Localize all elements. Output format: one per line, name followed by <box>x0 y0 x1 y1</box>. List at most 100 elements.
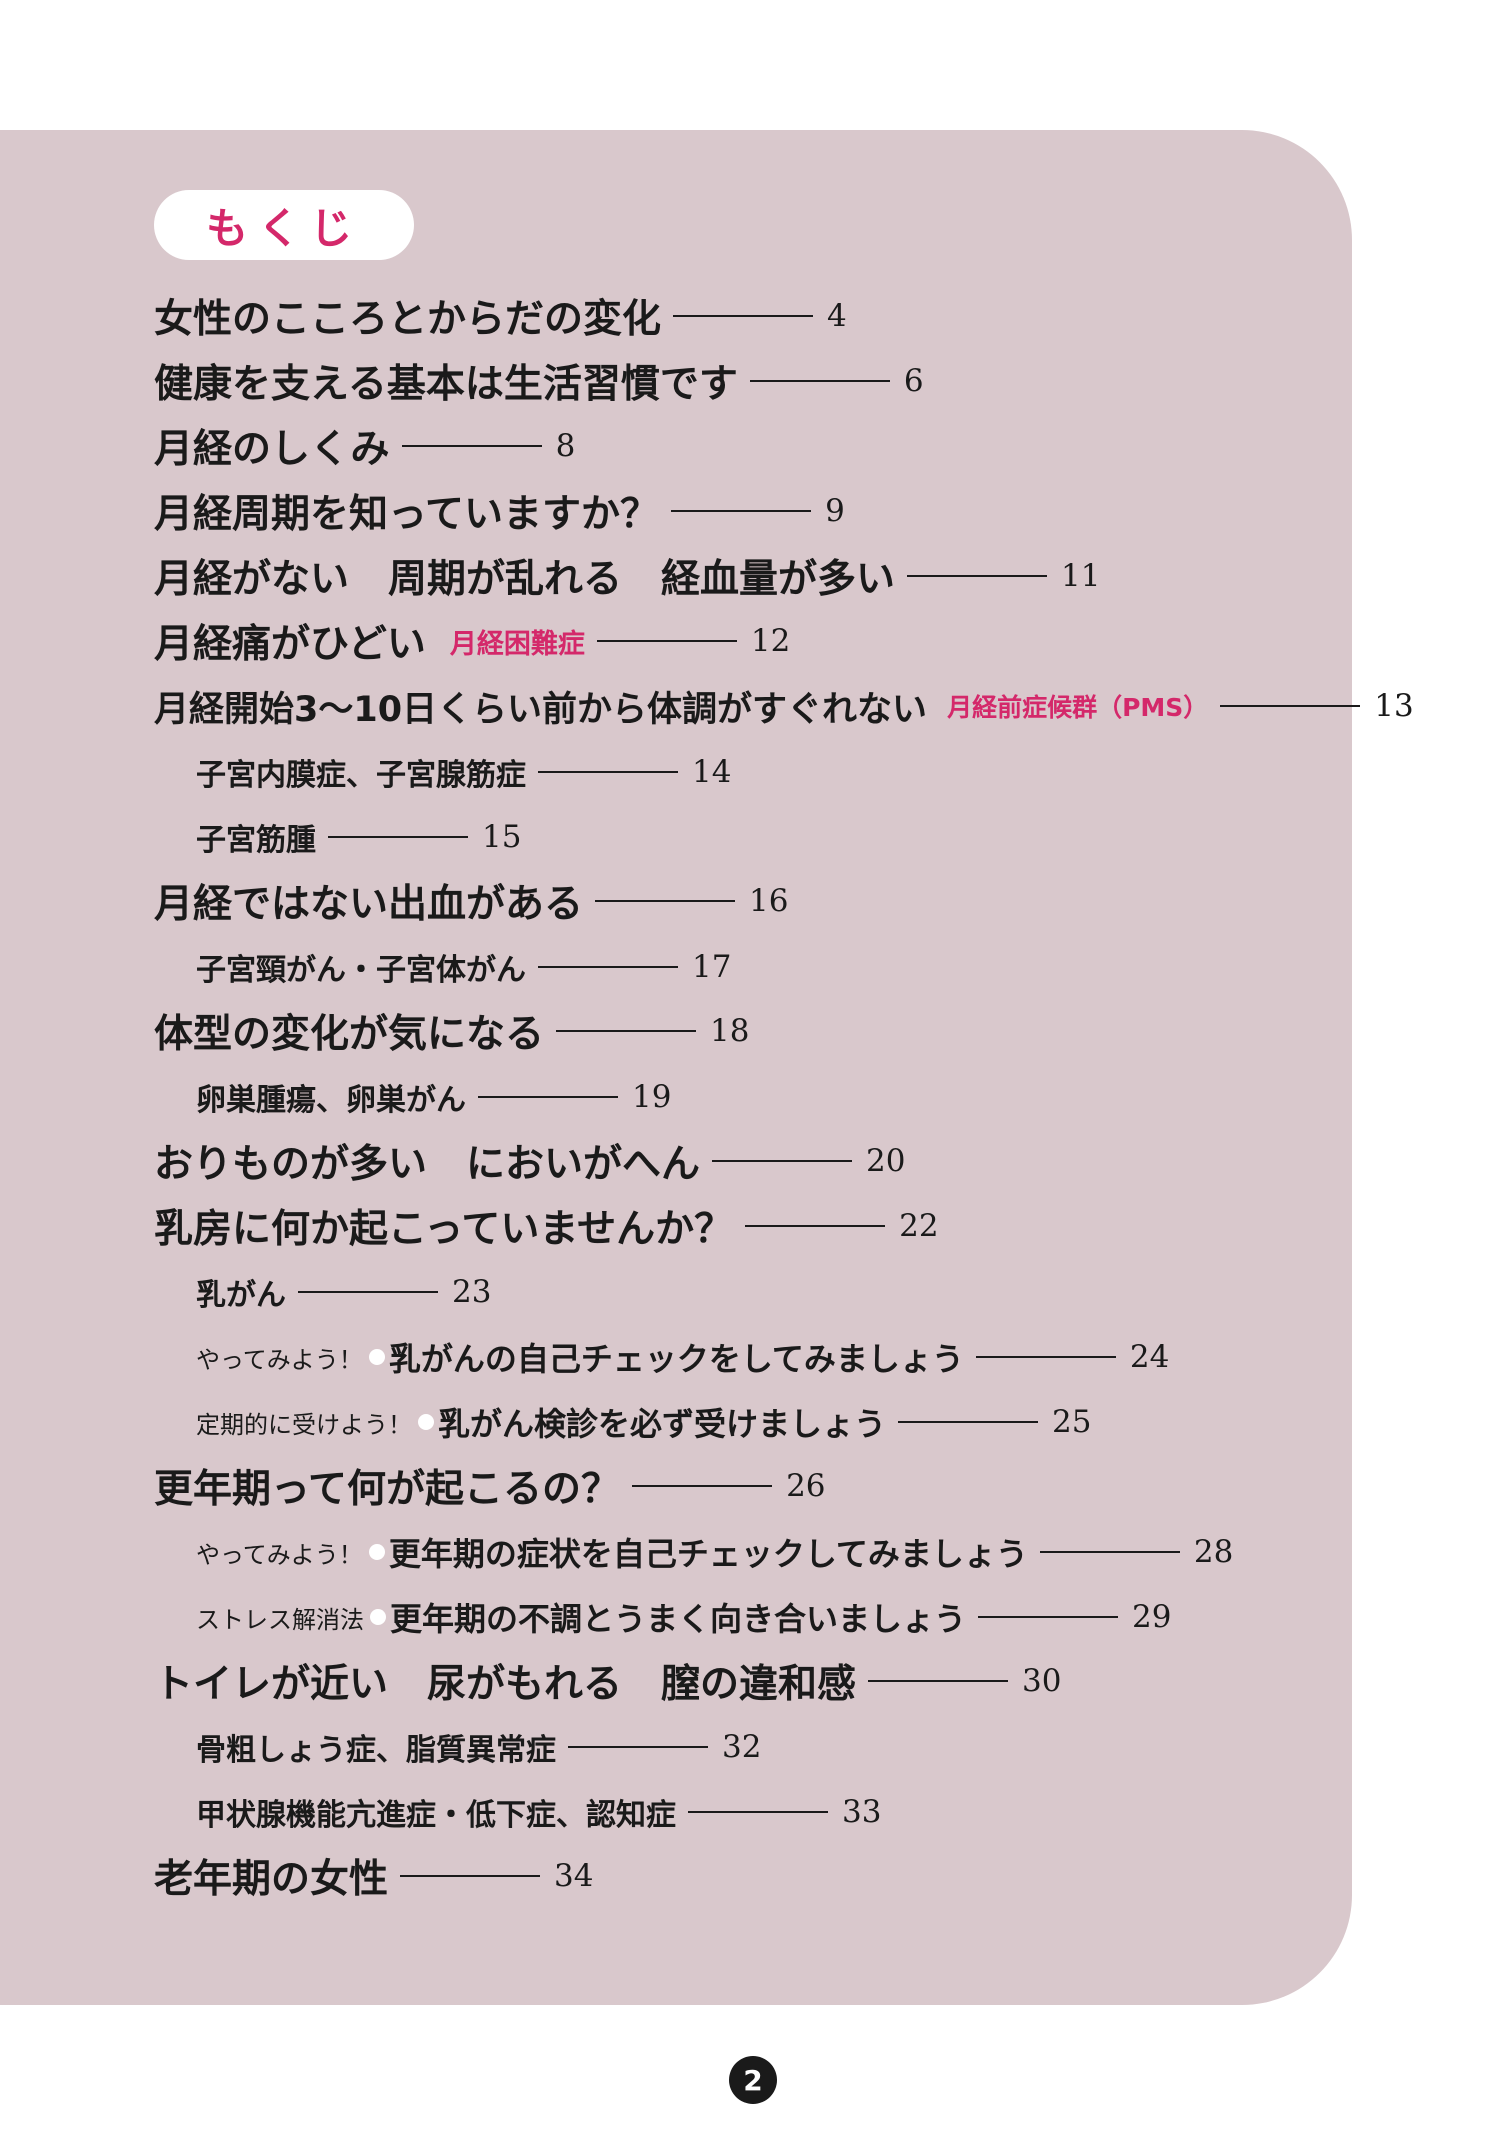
toc-page-number: 12 <box>750 623 791 659</box>
toc-subentry[interactable]: 骨粗しょう症、脂質異常症 32 <box>196 1725 761 1769</box>
toc-entry-prefix: やってみよう！ <box>196 1345 363 1374</box>
toc-entry[interactable]: 月経周期を知っていますか？ 9 <box>154 487 845 537</box>
toc-entry-title: 乳がん <box>196 1278 286 1313</box>
toc-entry[interactable]: 乳房に何か起こっていませんか？ 22 <box>154 1202 939 1252</box>
toc-subentry[interactable]: 甲状腺機能亢進症・低下症、認知症 33 <box>196 1790 881 1834</box>
toc-entry-title: 月経ではない出血がある <box>154 882 584 927</box>
toc-entry-title: 子宮頸がん・子宮体がん <box>196 953 526 988</box>
toc-entry[interactable]: 女性のこころとからだの変化 4 <box>154 292 847 342</box>
bullet-dot-icon <box>368 1544 385 1560</box>
toc-panel <box>0 130 1352 2005</box>
toc-subentry[interactable]: 定期的に受けよう！ 乳がん検診を必ず受けましょう 25 <box>196 1400 1091 1444</box>
leader-line <box>749 380 890 382</box>
toc-entry-title: 老年期の女性 <box>154 1857 389 1902</box>
toc-entry[interactable]: 体型の変化が気になる 18 <box>154 1007 750 1057</box>
toc-page-number: 19 <box>632 1079 672 1115</box>
toc-title: もくじ <box>154 190 414 260</box>
toc-entry-title: 骨粗しょう症、脂質異常症 <box>196 1733 556 1768</box>
toc-page-number: 16 <box>749 883 789 919</box>
leader-line <box>596 640 737 642</box>
toc-entry-prefix: ストレス解消法 <box>196 1605 364 1634</box>
leader-line <box>868 1680 1009 1682</box>
toc-page-number: 34 <box>554 1858 594 1894</box>
toc-page-number: 13 <box>1374 688 1414 724</box>
toc-page-number: 26 <box>786 1468 826 1504</box>
toc-entry-title: 体型の変化が気になる <box>154 1012 545 1057</box>
leader-line <box>400 1875 541 1877</box>
toc-page-number: 29 <box>1132 1599 1172 1635</box>
toc-entry-title: おりものが多い においがへん <box>154 1142 701 1187</box>
toc-entry-title: 乳がんの自己チェックをしてみましょう <box>388 1340 964 1378</box>
toc-subentry[interactable]: やってみよう！ 乳がんの自己チェックをしてみましょう 24 <box>196 1335 1169 1379</box>
leader-line <box>1220 705 1361 707</box>
toc-entry[interactable]: 月経痛がひどい 月経困難症 12 <box>154 617 791 667</box>
toc-page-number: 33 <box>842 1794 882 1830</box>
toc-entry[interactable]: 更年期って何が起こるの？ 26 <box>154 1462 826 1512</box>
toc-entry-title: 月経のしくみ <box>154 427 390 472</box>
leader-line <box>556 1030 697 1032</box>
toc-page-number: 18 <box>710 1013 750 1049</box>
toc-page-number: 20 <box>866 1143 906 1179</box>
toc-subentry[interactable]: 乳がん 23 <box>196 1270 491 1314</box>
toc-entry[interactable]: 健康を支える基本は生活習慣です 6 <box>154 357 924 407</box>
leader-line <box>907 575 1048 577</box>
toc-entry[interactable]: トイレが近い 尿がもれる 膣の違和感 30 <box>154 1657 1062 1707</box>
bullet-dot-icon <box>370 1609 386 1625</box>
toc-subentry[interactable]: やってみよう！ 更年期の症状を自己チェックしてみましょう 28 <box>196 1530 1233 1574</box>
leader-line <box>712 1160 853 1162</box>
toc-entry-title: 乳房に何か起こっていませんか？ <box>154 1207 734 1252</box>
toc-entry[interactable]: 月経のしくみ 8 <box>154 422 576 472</box>
toc-entry-title: 更年期の症状を自己チェックしてみましょう <box>388 1535 1028 1573</box>
leader-line <box>538 771 678 773</box>
leader-line <box>688 1811 828 1813</box>
toc-entry[interactable]: 月経開始3〜10日くらい前から体調がすぐれない 月経前症候群（PMS） 13 <box>154 682 1414 730</box>
toc-entry-title: 健康を支える基本は生活習慣です <box>154 362 738 407</box>
toc-subentry[interactable]: 卵巣腫瘍、卵巣がん 19 <box>196 1075 671 1119</box>
toc-entry-title: 更年期って何が起こるの？ <box>154 1467 621 1512</box>
toc-entry-title: 子宮内膜症、子宮腺筋症 <box>196 758 526 793</box>
leader-line <box>632 1485 773 1487</box>
leader-line <box>401 445 542 447</box>
leader-line <box>298 1291 438 1293</box>
leader-line <box>745 1225 886 1227</box>
toc-page-number: 22 <box>899 1208 939 1244</box>
leader-line <box>975 1356 1116 1358</box>
toc-entry[interactable]: 月経がない 周期が乱れる 経血量が多い 11 <box>154 552 1101 602</box>
toc-page-number: 23 <box>452 1274 492 1310</box>
toc-page-number: 24 <box>1129 1339 1170 1375</box>
toc-page-number: 9 <box>825 493 845 529</box>
leader-line <box>671 510 812 512</box>
toc-entry-title: 甲状腺機能亢進症・低下症、認知症 <box>196 1798 676 1833</box>
leader-line <box>1039 1551 1180 1553</box>
toc-page-number: 4 <box>827 298 847 334</box>
leader-line <box>978 1616 1119 1618</box>
toc-subentry[interactable]: ストレス解消法 更年期の不調とうまく向き合いましょう 29 <box>196 1595 1171 1639</box>
toc-entry-prefix: 定期的に受けよう！ <box>196 1410 412 1439</box>
toc-page-number: 28 <box>1193 1534 1234 1570</box>
leader-line <box>898 1421 1039 1423</box>
toc-entry-tag: 月経前症候群（PMS） <box>947 693 1209 722</box>
toc-page-number: 8 <box>555 428 576 464</box>
toc-subentry[interactable]: 子宮頸がん・子宮体がん 17 <box>196 945 731 989</box>
toc-page-number: 15 <box>482 819 522 855</box>
toc-entry-tag: 月経困難症 <box>449 628 585 660</box>
toc-entry[interactable]: 月経ではない出血がある 16 <box>154 877 789 927</box>
toc-subentry[interactable]: 子宮内膜症、子宮腺筋症 14 <box>196 750 731 794</box>
toc-entry-title: 更年期の不調とうまく向き合いましょう <box>390 1600 967 1638</box>
toc-page-number: 17 <box>692 949 732 985</box>
toc-entry[interactable]: 老年期の女性 34 <box>154 1852 594 1902</box>
leader-line <box>595 900 736 902</box>
leader-line <box>538 966 678 968</box>
toc-entry[interactable]: おりものが多い においがへん 20 <box>154 1137 906 1187</box>
toc-page-number: 30 <box>1022 1663 1062 1699</box>
toc-entry-title: 子宮筋腫 <box>196 823 316 858</box>
toc-page-number: 14 <box>692 754 732 790</box>
toc-subentry[interactable]: 子宮筋腫 15 <box>196 815 521 859</box>
toc-page-number: 11 <box>1061 558 1101 594</box>
leader-line <box>568 1746 708 1748</box>
toc-entry-prefix: やってみよう！ <box>196 1540 363 1569</box>
toc-entry-title: 乳がん検診を必ず受けましょう <box>438 1405 887 1443</box>
bullet-dot-icon <box>368 1349 385 1365</box>
toc-entry-title: 月経がない 周期が乱れる 経血量が多い <box>154 557 896 602</box>
leader-line <box>673 315 814 317</box>
